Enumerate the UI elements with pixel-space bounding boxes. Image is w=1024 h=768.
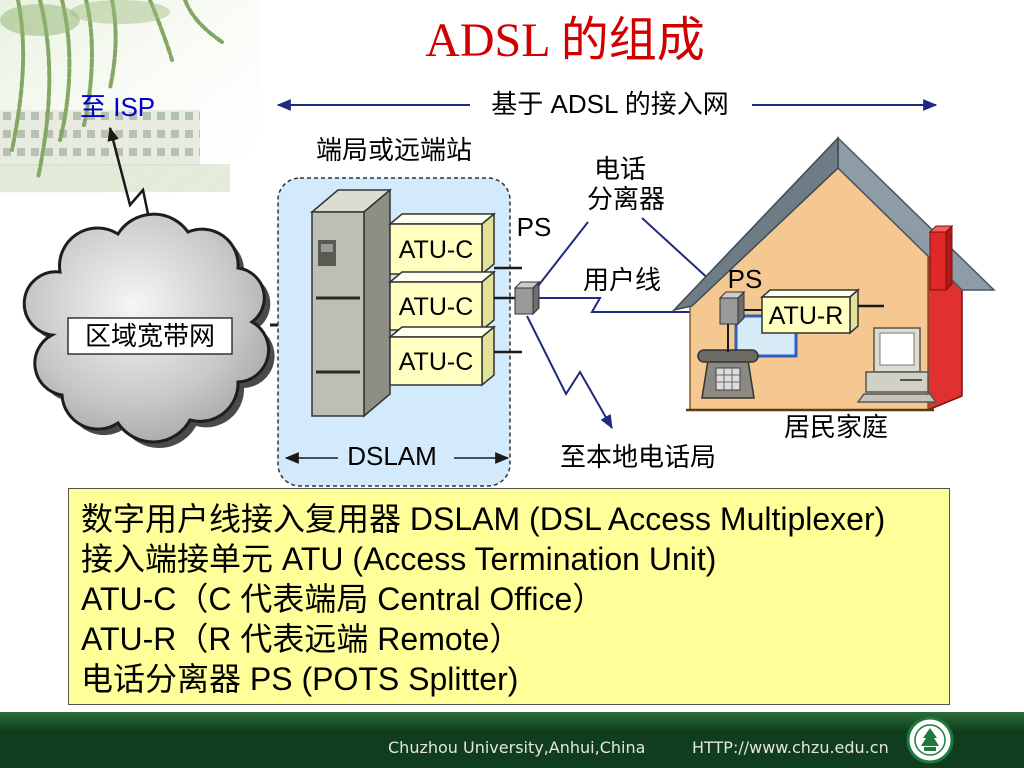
campus-building-windows <box>0 112 200 164</box>
dslam-label: DSLAM <box>347 441 437 471</box>
willow-leaves <box>0 4 80 36</box>
cabinet-side <box>363 188 391 418</box>
atu-c-side <box>481 325 495 387</box>
definition-dslam: 数字用户线接入复用器 DSLAM (DSL Access Multiplexer… <box>81 501 886 537</box>
willow-branch <box>108 0 118 90</box>
atu-r-top <box>760 289 860 298</box>
definition-ps: 电话分离器 PS (POTS Splitter) <box>81 661 519 697</box>
roof-left-slope <box>671 136 839 312</box>
atu-c-unit: ATU-C <box>387 325 497 387</box>
splitter-side <box>532 280 540 316</box>
seal-emblem <box>921 728 939 746</box>
atu-r-side <box>849 288 859 335</box>
atu-c-front <box>389 336 483 386</box>
cloud-shape: 区域宽带网 <box>22 212 275 448</box>
atu-c-front <box>389 281 483 331</box>
atu-c-label: ATU-C <box>399 293 474 321</box>
telephone-icon <box>697 349 759 399</box>
house-icon <box>671 136 996 412</box>
willow-branch <box>10 0 26 152</box>
definitions-box: 数字用户线接入复用器 DSLAM (DSL Access Multiplexer… <box>68 488 950 705</box>
regional-network-box <box>67 317 233 355</box>
willow-branch <box>148 0 174 62</box>
atu-r-unit: ATU-R <box>760 288 860 335</box>
splitter-front <box>514 287 534 315</box>
dslam-cabinet-icon <box>309 188 393 418</box>
local-exchange-label: 至本地电话局 <box>560 442 716 472</box>
atu-c-unit: ATU-C <box>387 270 497 332</box>
atu-c-label: ATU-C <box>399 348 474 376</box>
computer-screen <box>879 332 915 366</box>
computer-keyboard <box>856 393 938 403</box>
isp-link-lightning <box>107 126 154 234</box>
atu-c-label: ATU-C <box>399 236 474 264</box>
cabinet-panel <box>318 240 336 266</box>
splitter-caption-line2: 分离器 <box>587 184 665 214</box>
ps-right-label: PS <box>728 264 763 294</box>
atu-c-unit: ATU-C <box>387 212 497 276</box>
chimney-side <box>945 224 953 292</box>
splitter-front <box>719 297 739 325</box>
splitter-cube-icon <box>513 280 541 316</box>
footer-band: Chuzhou University,Anhui,China HTTP://ww… <box>0 712 1024 768</box>
university-seal-icon <box>906 716 954 764</box>
willow-branch <box>36 0 52 180</box>
atu-c-top <box>387 271 497 283</box>
splitter-cube-icon <box>718 290 746 326</box>
willow-branch <box>183 0 224 44</box>
chimney-front <box>929 231 947 291</box>
seal-emblem-base <box>924 747 936 751</box>
atu-c-side <box>481 212 495 276</box>
home-label: 居民家庭 <box>784 412 888 442</box>
computer-system-unit <box>865 371 929 393</box>
splitter-side <box>737 290 745 326</box>
atu-c-top <box>387 213 497 225</box>
seal-inner-ring <box>914 724 946 756</box>
footer-university: Chuzhou University,Anhui,China <box>388 738 646 757</box>
atu-r-front <box>761 296 851 334</box>
willow-branches <box>10 0 224 180</box>
to-isp-label: 至 ISP <box>80 92 155 122</box>
regional-network-label: 区域宽带网 <box>85 321 215 351</box>
footer-url: HTTP://www.chzu.edu.cn <box>692 738 889 757</box>
definition-atu: 接入端接单元 ATU (Access Termination Unit) <box>81 541 717 577</box>
subscriber-line-label: 用户线 <box>583 265 661 295</box>
subscriber-line <box>539 297 720 313</box>
willow-branch <box>58 0 72 142</box>
atu-c-side <box>481 270 495 332</box>
access-network-label: 基于 ADSL 的接入网 <box>491 89 728 119</box>
atu-r-label: ATU-R <box>769 302 844 330</box>
splitter-callout-left <box>537 221 589 287</box>
telephone-keypad <box>715 367 741 391</box>
definition-atu-r: ATU-R（R 代表远端 Remote） <box>81 621 522 657</box>
willow-branch <box>82 0 94 127</box>
atu-c-front <box>389 223 483 275</box>
page-title: ADSL 的组成 <box>425 14 705 67</box>
splitter-caption-line1: 电话 <box>594 154 646 184</box>
ps-left-label: PS <box>517 212 552 242</box>
willow-tree-image <box>0 0 260 195</box>
adsl-diagram: ADSL 的组成 至 ISP 基于 ADSL 的接入网 区域宽带网 端局或远端站… <box>0 0 996 487</box>
willow-leaves <box>70 0 170 24</box>
campus-ground <box>0 164 230 192</box>
cabinet-panel-light <box>321 244 333 252</box>
definition-atu-c: ATU-C（C 代表端局 Central Office） <box>81 581 605 617</box>
local-exchange-line <box>526 315 613 430</box>
computer-icon <box>856 327 938 403</box>
central-office-label: 端局或远端站 <box>316 135 472 165</box>
atu-c-top <box>387 326 497 338</box>
